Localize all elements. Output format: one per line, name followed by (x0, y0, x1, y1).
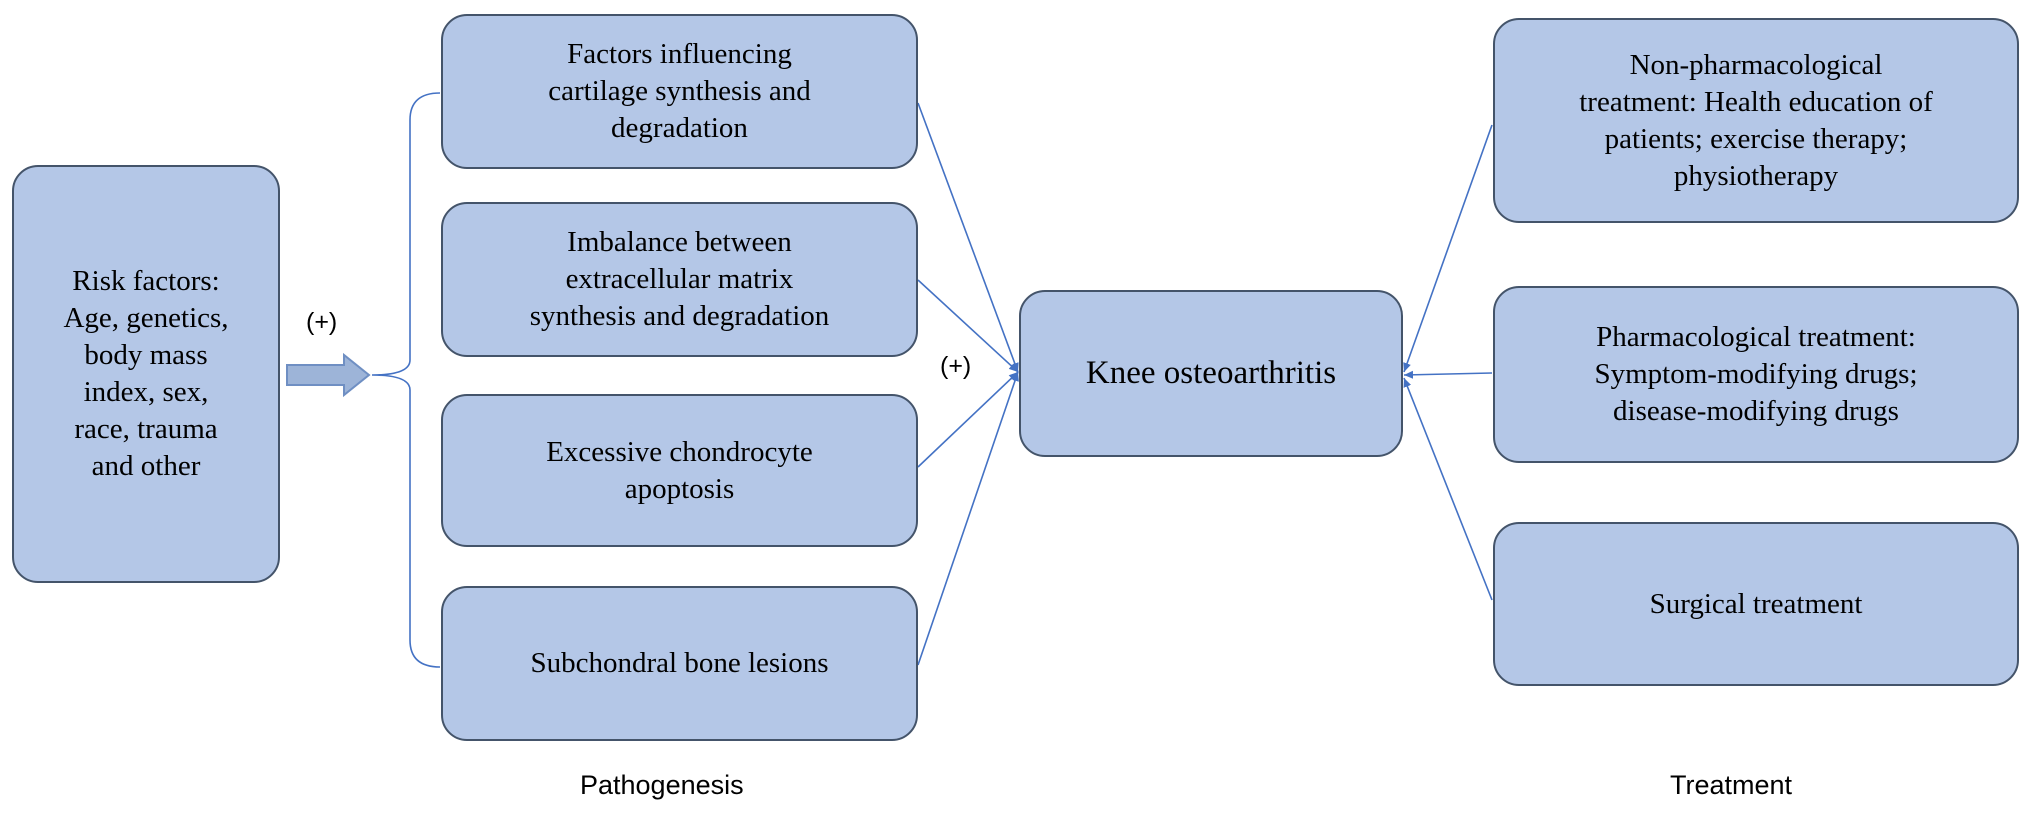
plus-label-risk: (+) (306, 308, 338, 336)
risk-factors-box: Risk factors: Age, genetics, body mass i… (12, 165, 280, 583)
connector-surgical-to-knee (1403, 377, 1493, 601)
pathogenesis-subchondral-text: Subchondral bone lesions (530, 647, 829, 679)
pathogenesis-imbalance-text: Imbalance between extracellular matrix s… (529, 226, 830, 332)
pathogenesis-apoptosis-text: Excessive chondrocyte apoptosis (546, 435, 813, 505)
pathogenesis-apoptosis-box: Excessive chondrocyte apoptosis (441, 394, 918, 547)
plus-label-knee: (+) (940, 352, 972, 380)
treatment-pharm-box: Pharmacological treatment: Symptom-modif… (1493, 286, 2019, 463)
pathogenesis-factors-box: Factors influencing cartilage synthesis … (441, 14, 918, 169)
pathogenesis-factors-text: Factors influencing cartilage synthesis … (548, 38, 811, 144)
connector-subchondral-to-knee (917, 371, 1019, 666)
connector-apoptosis-to-knee (917, 371, 1019, 468)
connector-nonpharm-to-knee (1403, 124, 1493, 373)
treatment-surgical-text: Surgical treatment (1649, 587, 1863, 620)
connector-factors-to-knee (917, 102, 1019, 373)
treatment-surgical-box: Surgical treatment (1493, 522, 2019, 686)
treatment-caption: Treatment (1670, 770, 1793, 800)
pathogenesis-subchondral-box: Subchondral bone lesions (441, 586, 918, 741)
pathogenesis-bracket (371, 92, 441, 668)
pathogenesis-caption: Pathogenesis (580, 770, 744, 800)
pathogenesis-imbalance-box: Imbalance between extracellular matrix s… (441, 202, 918, 357)
treatment-nonpharm-box: Non-pharmacological treatment: Health ed… (1493, 18, 2019, 223)
treatment-pharm-text: Pharmacological treatment: Symptom-modif… (1594, 321, 1918, 427)
connector-pharm-to-knee (1403, 370, 1493, 379)
treatment-nonpharm-text: Non-pharmacological treatment: Health ed… (1579, 48, 1933, 192)
knee-osteoarthritis-text: Knee osteoarthritis (1085, 355, 1337, 391)
risk-factors-text: Risk factors: Age, genetics, body mass i… (63, 265, 229, 482)
block-arrow (286, 352, 371, 398)
knee-osteoarthritis-box: Knee osteoarthritis (1019, 290, 1403, 457)
connector-imbalance-to-knee (917, 279, 1019, 373)
